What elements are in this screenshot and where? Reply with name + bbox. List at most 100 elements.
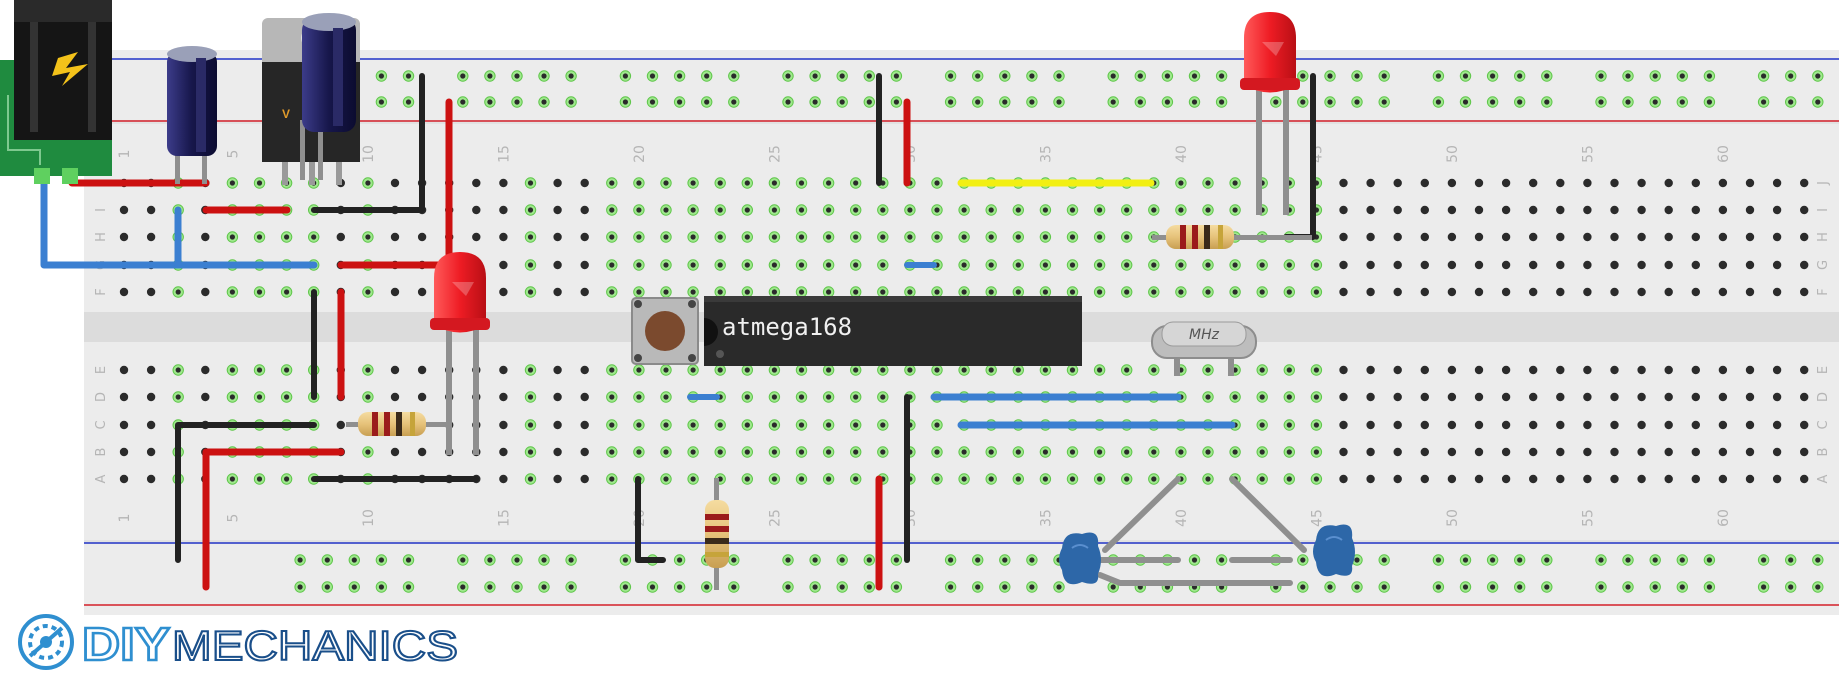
breadboard-hole: [201, 365, 210, 375]
row-label: E: [1816, 366, 1831, 374]
breadboard-hole: [499, 392, 508, 402]
breadboard-hole: [146, 365, 156, 375]
column-label: 45: [1309, 509, 1325, 527]
breadboard-hole-center: [771, 262, 778, 268]
breadboard-hole: [553, 447, 562, 457]
breadboard-hole-center: [1097, 234, 1103, 240]
breadboard-hole-center: [839, 557, 845, 563]
breadboard-hole-center: [677, 73, 683, 79]
breadboard-hole-center: [1706, 584, 1712, 590]
breadboard-hole-center: [175, 367, 181, 373]
breadboard-hole: [1420, 205, 1430, 215]
breadboard-hole-center: [256, 234, 263, 240]
breadboard-hole: [1393, 232, 1402, 242]
row-label: I: [94, 208, 109, 212]
breadboard-hole: [499, 420, 508, 430]
breadboard-hole: [499, 365, 508, 375]
breadboard-hole: [580, 420, 589, 430]
breadboard-hole-center: [1178, 449, 1184, 455]
breadboard-hole: [1691, 420, 1701, 430]
breadboard-hole-center: [1097, 207, 1103, 213]
breadboard-hole-center: [1002, 73, 1008, 79]
breadboard-hole-center: [609, 422, 615, 428]
breadboard-hole: [1800, 365, 1809, 375]
breadboard-hole-center: [256, 367, 263, 373]
breadboard-hole-center: [487, 584, 493, 590]
breadboard-hole-center: [690, 449, 696, 455]
breadboard-hole: [119, 447, 129, 457]
row-label: G: [1816, 260, 1831, 270]
column-label: 55: [1580, 509, 1596, 527]
breadboard-hole-center: [1002, 584, 1008, 590]
breadboard-hole: [1637, 392, 1646, 402]
row-label: B: [1816, 448, 1831, 457]
breadboard-hole-center: [663, 234, 669, 240]
breadboard-hole-center: [1462, 73, 1469, 79]
breadboard-hole-center: [948, 557, 954, 563]
breadboard-hole: [1501, 365, 1511, 375]
breadboard-hole: [1583, 365, 1592, 375]
breadboard-hole: [1474, 232, 1484, 242]
breadboard-hole-center: [798, 422, 805, 428]
breadboard-hole: [146, 232, 156, 242]
breadboard-hole-center: [256, 394, 263, 400]
breadboard-hole-center: [1313, 394, 1319, 400]
breadboard-hole: [499, 260, 508, 270]
breadboard-hole-center: [527, 422, 534, 428]
breadboard-hole: [1420, 474, 1430, 484]
breadboard-hole-center: [907, 367, 913, 373]
breadboard-hole-center: [365, 449, 371, 455]
breadboard-hole-center: [934, 422, 940, 428]
breadboard-hole: [1745, 205, 1755, 215]
electrolytic-capacitor: [300, 13, 356, 180]
column-label: 10: [361, 509, 377, 527]
breadboard-hole: [1529, 205, 1538, 215]
column-label: 25: [767, 509, 783, 527]
breadboard-hole-center: [1544, 557, 1550, 563]
breadboard-hole-center: [771, 394, 778, 400]
breadboard-hole-center: [907, 234, 913, 240]
breadboard-hole-center: [405, 557, 412, 563]
breadboard-hole-center: [975, 584, 981, 590]
breadboard-hole-center: [1029, 99, 1035, 105]
breadboard-hole-center: [880, 367, 886, 373]
breadboard-hole: [1393, 392, 1402, 402]
breadboard-hole-center: [1042, 234, 1048, 240]
breadboard-hole-center: [1788, 584, 1794, 590]
breadboard-hole: [1745, 392, 1755, 402]
breadboard-hole-center: [636, 234, 642, 240]
breadboard-hole: [1393, 260, 1402, 270]
resistor: [1152, 225, 1312, 249]
breadboard-hole: [1420, 232, 1430, 242]
breadboard-hole-center: [229, 289, 235, 295]
breadboard-hole-center: [1815, 584, 1821, 590]
breadboard-hole: [119, 287, 129, 297]
breadboard-hole-center: [1015, 367, 1021, 373]
breadboard-hole-center: [1205, 367, 1211, 373]
breadboard-hole-center: [1124, 476, 1130, 482]
breadboard-hole: [1583, 178, 1592, 188]
breadboard-hole: [580, 474, 589, 484]
breadboard-hole: [472, 232, 481, 242]
breadboard-hole-center: [636, 262, 642, 268]
breadboard-hole-center: [826, 422, 832, 428]
breadboard-hole: [472, 178, 481, 188]
breadboard-hole-center: [1381, 557, 1387, 563]
breadboard-hole-center: [771, 476, 778, 482]
column-label: 50: [1445, 509, 1461, 527]
breadboard-hole-center: [1097, 476, 1103, 482]
row-label: E: [94, 366, 109, 374]
breadboard-hole-center: [1205, 207, 1211, 213]
breadboard-hole-center: [961, 449, 967, 455]
breadboard-hole: [1718, 474, 1728, 484]
breadboard-hole: [553, 178, 562, 188]
breadboard-hole: [1637, 447, 1646, 457]
breadboard-hole-center: [663, 180, 669, 186]
breadboard-hole-center: [1110, 99, 1116, 105]
breadboard-hole-center: [1205, 476, 1211, 482]
breadboard-hole-center: [1069, 449, 1076, 455]
breadboard-hole-center: [961, 476, 967, 482]
breadboard-hole-center: [798, 449, 805, 455]
breadboard-hole-center: [1273, 99, 1279, 105]
breadboard-hole-center: [1598, 99, 1604, 105]
